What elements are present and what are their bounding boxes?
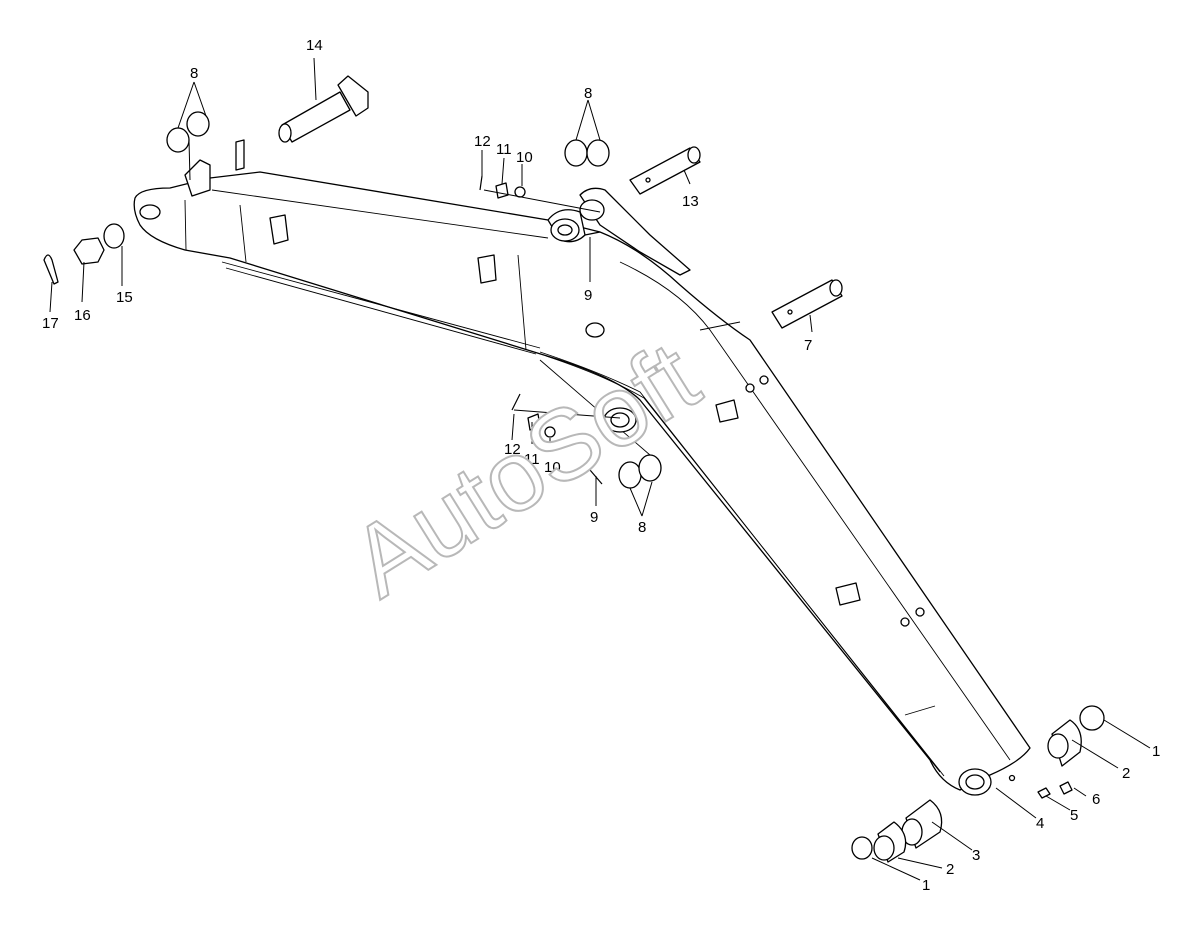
callout-numbers: 14 8 8 12 11 10 13 9 7 15 16 17 12 11 10…	[42, 37, 1160, 894]
callout-9-mid: 9	[590, 509, 598, 526]
cotter-pin-17	[43, 254, 59, 285]
callout-10-top: 10	[516, 149, 533, 166]
callout-3: 3	[972, 847, 980, 864]
callout-1-right: 1	[1152, 743, 1160, 760]
callout-2-right: 2	[1122, 765, 1130, 782]
callout-9-top: 9	[584, 287, 592, 304]
callout-15: 15	[116, 289, 133, 306]
callout-17: 17	[42, 315, 59, 332]
pin-7	[771, 279, 843, 329]
callout-4: 4	[1036, 815, 1044, 832]
callout-14: 14	[306, 37, 323, 54]
ring-8-left-a	[166, 127, 190, 153]
callout-8-top: 8	[584, 85, 592, 102]
callout-11-top: 11	[496, 141, 512, 158]
callout-8-left: 8	[190, 65, 198, 82]
callout-1-bottom: 1	[922, 877, 930, 894]
callout-2-bottom: 2	[946, 861, 954, 878]
boom-body	[133, 139, 1031, 796]
callout-6: 6	[1092, 791, 1100, 808]
callout-11-mid: 11	[524, 451, 540, 468]
washer-15	[103, 223, 125, 249]
callout-8-mid: 8	[638, 519, 646, 536]
callout-7: 7	[804, 337, 812, 354]
callout-13: 13	[682, 193, 699, 210]
leader-lines	[49, 57, 1151, 881]
nut-16	[73, 237, 105, 265]
callout-5: 5	[1070, 807, 1078, 824]
loose-parts	[43, 75, 1105, 863]
callout-12-top: 12	[474, 133, 491, 150]
callout-10-mid: 10	[544, 459, 561, 476]
callout-12-mid: 12	[504, 441, 521, 458]
callout-16: 16	[74, 307, 91, 324]
